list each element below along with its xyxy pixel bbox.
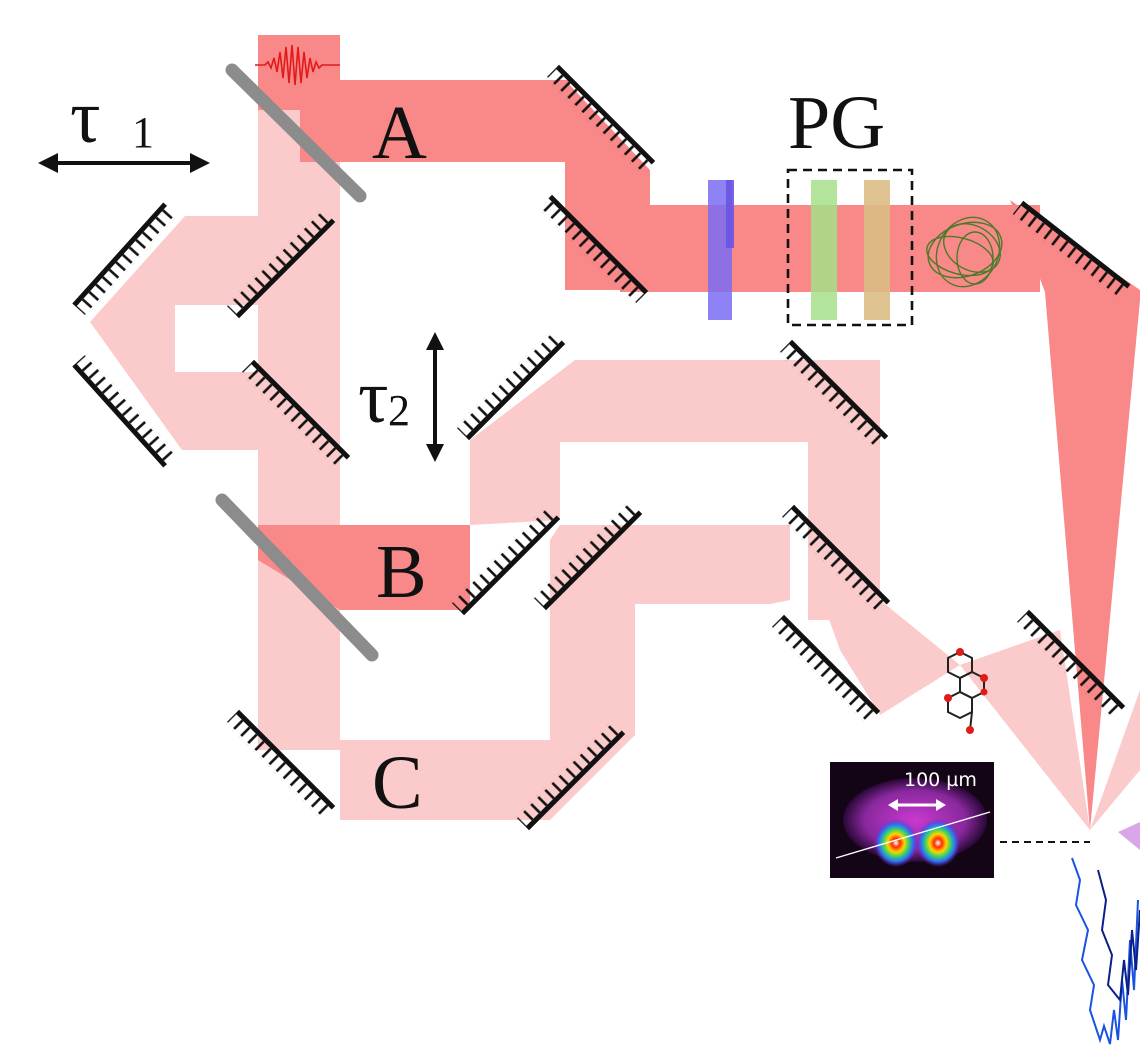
beam-splitter-bottom (215, 493, 379, 662)
spectrum-trace-dark (1097, 869, 1140, 1003)
delay-2-symbol: τ (358, 355, 389, 439)
delay-1-arrow (38, 153, 210, 173)
delay-1-subscript: 1 (132, 108, 154, 157)
scale-bar-label: 100 µm (904, 769, 977, 791)
pulse-waveform (255, 44, 340, 86)
polarization-swirl-icon (926, 216, 1003, 288)
arm-c-label: C (372, 741, 423, 825)
beam-splitter-top (225, 63, 367, 203)
delay-2-subscript: 2 (388, 386, 410, 435)
delay-1-symbol: τ (70, 75, 101, 159)
beam-profile-inset: 100 µm (830, 762, 994, 878)
arm-a-label: A (372, 91, 427, 175)
blue-step-element (708, 180, 734, 320)
pulse-gate-box (786, 168, 914, 327)
spectrum-trace (1071, 857, 1139, 1045)
tan-plate (864, 180, 890, 320)
green-plate (811, 180, 837, 320)
pulse-gate-label: PG (788, 81, 885, 165)
detector-tip-icon (1118, 822, 1140, 850)
delay-2-arrow (426, 332, 444, 462)
arm-b-label: B (376, 530, 427, 614)
weak-beam-paths (90, 110, 1140, 830)
molecule-icon (944, 648, 988, 734)
